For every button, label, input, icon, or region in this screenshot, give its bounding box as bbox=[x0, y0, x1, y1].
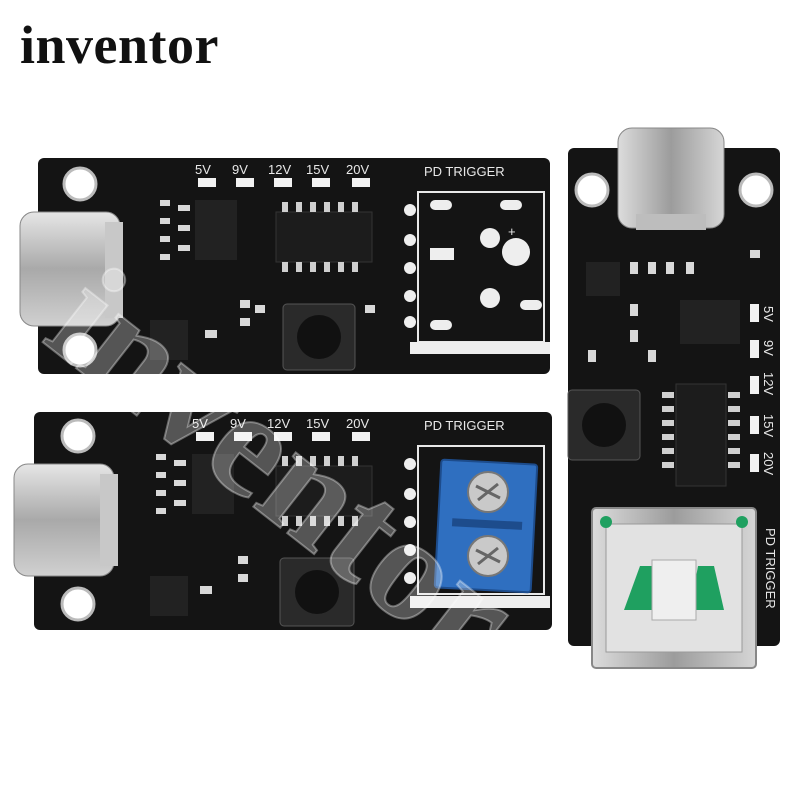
mounting-hole bbox=[60, 586, 96, 622]
ic-chip bbox=[275, 465, 373, 517]
board-top-left: 5V 9V 12V 15V 20V PD TRIGGER bbox=[19, 158, 550, 374]
usb-c-shell bbox=[100, 474, 118, 566]
voltage-label: 20V bbox=[346, 416, 369, 431]
voltage-label: 15V bbox=[306, 162, 329, 177]
voltage-label: 15V bbox=[306, 416, 329, 431]
voltage-label: 12V bbox=[268, 162, 291, 177]
ic-pins bbox=[662, 392, 740, 468]
board-right: 5V 9V 12V 15V 20V PD TRIGGER bbox=[567, 127, 780, 669]
board-title: PD TRIGGER bbox=[424, 164, 505, 179]
voltage-label: 9V bbox=[761, 340, 776, 356]
ic-chip bbox=[150, 576, 188, 616]
voltage-label: 12V bbox=[761, 372, 776, 395]
mounting-hole bbox=[574, 172, 610, 208]
push-button-cap bbox=[297, 315, 341, 359]
board-bottom-left: 5V 9V 12V 15V 20V PD TRIGGER bbox=[13, 412, 552, 630]
screw-terminal-block bbox=[433, 458, 539, 594]
voltage-label: 5V bbox=[761, 306, 776, 322]
svg-text:+: + bbox=[508, 224, 516, 239]
usb-c-connector bbox=[13, 463, 115, 577]
terminal-pad-area: + bbox=[404, 191, 550, 354]
smd-components bbox=[588, 250, 760, 362]
ic-chip bbox=[275, 211, 373, 263]
voltage-label: 5V bbox=[195, 162, 211, 177]
led-column bbox=[750, 304, 759, 472]
usb-c-connector bbox=[617, 127, 725, 229]
ic-pins bbox=[282, 202, 358, 272]
voltage-label: 12V bbox=[267, 416, 290, 431]
voltage-label: 9V bbox=[232, 162, 248, 177]
mounting-hole bbox=[738, 172, 774, 208]
ic-chip bbox=[675, 383, 727, 487]
voltage-label: 5V bbox=[192, 416, 208, 431]
terminal-pad-area bbox=[404, 445, 550, 608]
led-row bbox=[196, 432, 370, 441]
usb-c-shell bbox=[105, 222, 123, 318]
ic-chip bbox=[195, 200, 237, 260]
ic-pins bbox=[282, 456, 358, 526]
smd-components bbox=[160, 200, 375, 338]
pcb bbox=[34, 412, 552, 630]
board-title: PD TRIGGER bbox=[763, 528, 778, 609]
mounting-hole bbox=[60, 418, 96, 454]
voltage-label: 20V bbox=[346, 162, 369, 177]
mounting-hole bbox=[62, 166, 98, 202]
push-button-cap bbox=[295, 570, 339, 614]
board-title: PD TRIGGER bbox=[424, 418, 505, 433]
usb-a-connector bbox=[591, 507, 757, 669]
smd-components bbox=[156, 454, 248, 594]
mounting-hole bbox=[62, 332, 98, 368]
voltage-label: 9V bbox=[230, 416, 246, 431]
ic-chip bbox=[586, 262, 620, 296]
ic-chip bbox=[192, 454, 234, 514]
push-button-cap bbox=[582, 403, 626, 447]
voltage-label: 15V bbox=[761, 414, 776, 437]
ic-chip bbox=[680, 300, 740, 344]
voltage-label: 20V bbox=[761, 452, 776, 475]
ic-chip bbox=[150, 320, 188, 360]
led-row bbox=[198, 178, 370, 187]
usb-c-shell bbox=[636, 214, 706, 230]
brand-logo: inventor bbox=[20, 15, 219, 75]
